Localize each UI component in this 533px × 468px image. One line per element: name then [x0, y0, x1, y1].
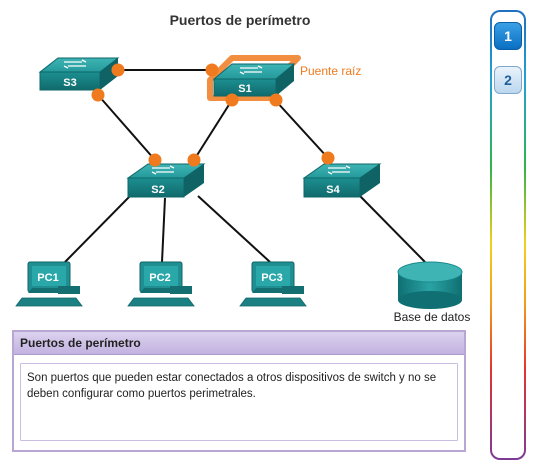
pc-1[interactable]: PC1 [15, 261, 83, 307]
switch-s4[interactable]: S4 [302, 163, 382, 198]
database-label: Base de datos [394, 310, 471, 324]
info-panel: Puertos de perímetro Son puertos que pue… [12, 330, 466, 452]
root-bridge-label: Puente raíz [300, 64, 361, 78]
info-panel-body: Son puertos que pueden estar conectados … [20, 363, 458, 441]
switch-s1[interactable]: S1 [207, 55, 301, 101]
database[interactable]: Base de datos [394, 261, 471, 324]
link-s2-pc1 [64, 195, 131, 263]
links [64, 69, 426, 263]
link-s4-db [359, 195, 426, 263]
link-s3-s2 [97, 94, 156, 161]
ports [91, 63, 335, 167]
diagram-title: Puertos de perímetro [169, 12, 311, 28]
pc-1-label: PC1 [37, 272, 58, 284]
switch-s1-label: S1 [238, 83, 251, 95]
switch-s2-label: S2 [151, 184, 164, 196]
port-s4-s1 [321, 151, 335, 165]
link-s1-s2 [193, 99, 233, 161]
port-s1-s2 [225, 93, 239, 107]
pc-3[interactable]: PC3 [239, 261, 307, 307]
step-navigation: 1 2 [490, 10, 526, 460]
switch-s2[interactable]: S2 [126, 163, 206, 198]
pc-3-label: PC3 [261, 272, 282, 284]
step-2-button[interactable]: 2 [494, 66, 522, 94]
step-navigation-inner: 1 2 [492, 12, 524, 458]
step-1-button[interactable]: 1 [494, 22, 522, 50]
port-s2-s3 [148, 153, 162, 167]
pc-2[interactable]: PC2 [127, 261, 195, 307]
link-s2-pc3 [197, 195, 271, 263]
port-s1-s4 [269, 93, 283, 107]
link-s1-s4 [274, 99, 329, 159]
info-panel-header: Puertos de perímetro [14, 332, 464, 355]
switch-s4-label: S4 [326, 184, 340, 196]
switch-s3[interactable]: S3 [38, 57, 120, 91]
pc-2-label: PC2 [149, 272, 170, 284]
port-s3-s1 [111, 63, 125, 77]
port-s1-s3 [205, 63, 219, 77]
link-s2-pc2 [161, 197, 166, 263]
network-diagram: S3 S1 Puente raíz S2 S4 [15, 55, 471, 324]
switch-s3-label: S3 [63, 77, 76, 89]
port-s2-s1 [187, 153, 201, 167]
port-s3-s2 [91, 88, 105, 102]
